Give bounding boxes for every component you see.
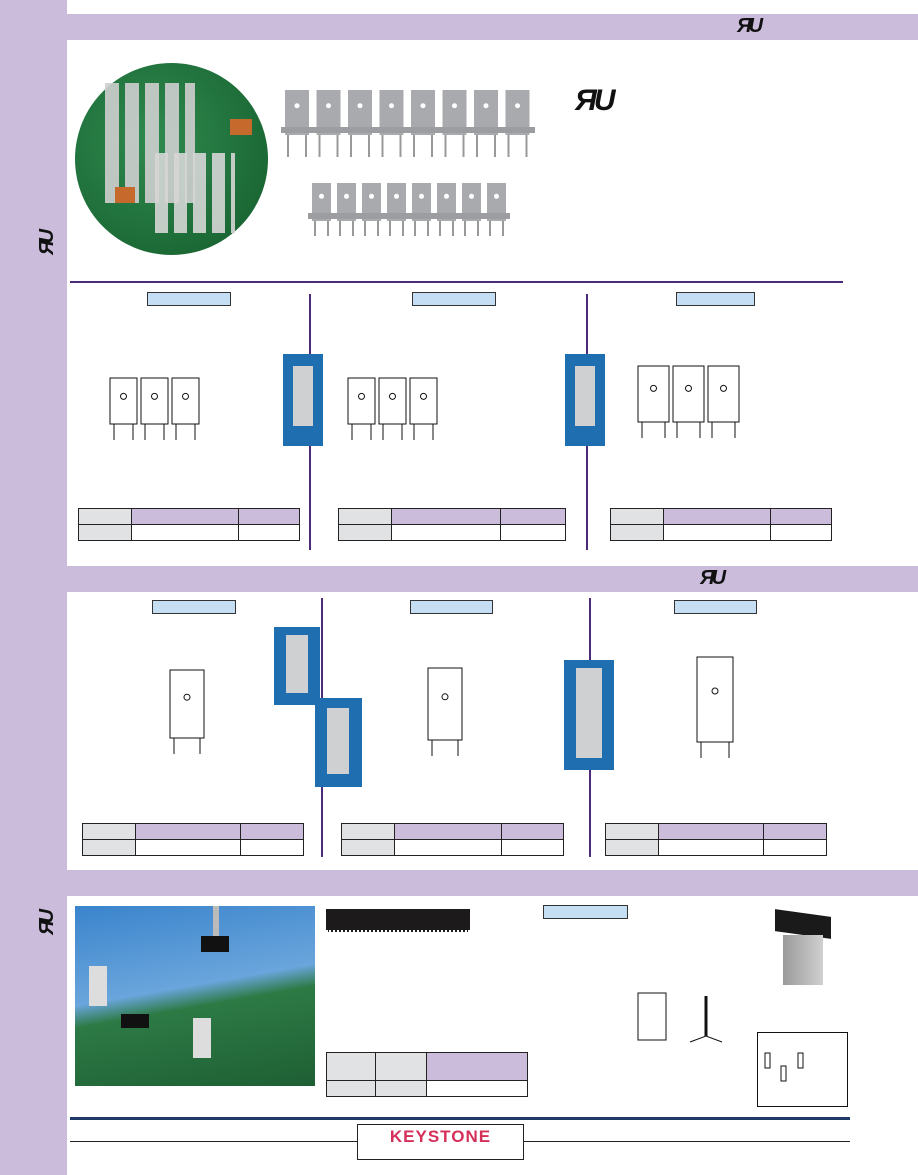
part-label-box [147,292,231,306]
terminal-tab [337,183,356,221]
ul-logo: ЯU [737,15,763,37]
footer-rule [70,1117,850,1120]
terminal-outline [427,667,463,741]
terminal-tab [387,183,406,221]
section-header-band [67,566,918,592]
footprint-pad [764,1052,771,1069]
ul-logo-large: ЯU [575,84,616,117]
terminal-tab [312,183,331,221]
terminal-outline [707,365,740,423]
terminal-photo [565,354,605,446]
section-divider [70,281,843,283]
terminal-tab [412,183,431,221]
spec-table [341,823,564,856]
jumper-application-photo [75,906,315,1086]
terminal-outline [171,377,200,425]
part-label-box [152,600,236,614]
jumper-part-photo-body [783,935,823,985]
spec-table [605,823,827,856]
terminal-photo [564,660,614,770]
terminal-photo [283,354,323,446]
terminal-outline [696,656,734,743]
section-header-band [67,14,918,40]
part-label-box [543,905,628,919]
sidebar [0,0,67,1175]
terminal-outline [109,377,138,425]
terminal-outline [409,377,438,425]
terminal-tab [487,183,506,221]
terminal-tab [437,183,456,221]
terminal-tab [462,183,481,221]
terminal-photo [274,627,320,705]
terminal-outline [169,669,205,739]
terminal-photo [315,698,362,787]
pcb-product-photo [75,63,268,255]
terminal-tab [362,183,381,221]
part-label-box [412,292,496,306]
spec-table [326,1052,528,1097]
part-label-box [674,600,757,614]
pcb-footprint-box [757,1032,848,1107]
footprint-pad [780,1065,787,1082]
part-label-box [410,600,493,614]
terminal-outline [378,377,407,425]
keystone-logo-box: KEYSTONE [357,1124,524,1160]
title-bar-black [326,909,470,932]
terminal-outline [140,377,169,425]
terminal-outline [347,377,376,425]
footprint-pad [797,1052,804,1069]
terminal-outline [672,365,705,423]
section-header-band [67,870,918,896]
spec-table [82,823,304,856]
ul-logo: ЯU [700,567,726,589]
keystone-logo: KEYSTONE [389,1127,492,1146]
terminal-outline [637,365,670,423]
spec-table [338,508,566,541]
jumper-outline [637,992,667,1041]
spec-table [78,508,300,541]
part-label-box [676,292,755,306]
spec-table [610,508,832,541]
